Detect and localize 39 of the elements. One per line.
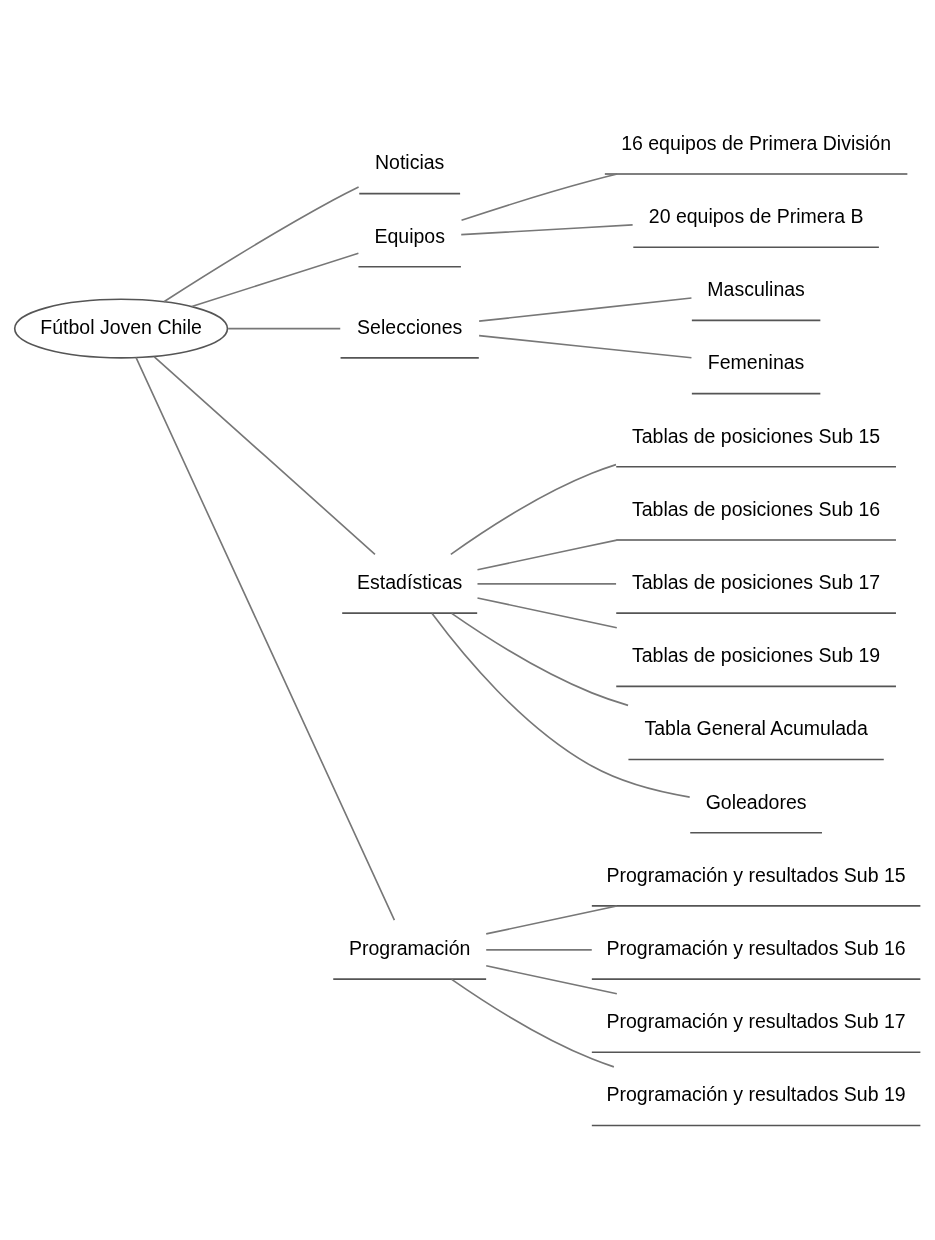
node-text: Programación y resultados Sub 17	[606, 1009, 906, 1032]
node-text: Tablas de posiciones Sub 19	[631, 643, 881, 666]
node-ellipse: Fútbol Joven Chile	[13, 297, 229, 359]
node-text: Noticias	[375, 150, 445, 173]
connector	[485, 948, 593, 951]
connector	[460, 223, 634, 235]
node-text: 20 equipos de Primera B	[648, 204, 864, 227]
node-text: Estadísticas	[357, 570, 463, 593]
connector	[476, 538, 618, 571]
connector	[163, 185, 360, 302]
connector	[450, 463, 617, 555]
connector	[190, 252, 360, 307]
connector	[485, 904, 618, 935]
connector	[450, 978, 615, 1068]
node-text: Programación	[348, 936, 471, 959]
connector	[476, 582, 617, 585]
connector	[135, 356, 396, 921]
node-text: Masculinas	[707, 277, 805, 300]
connector	[460, 172, 618, 221]
node-text: Programación y resultados Sub 15	[606, 863, 906, 886]
node-text: Selecciones	[357, 315, 463, 338]
connector	[485, 964, 618, 994]
connector	[431, 612, 691, 798]
node-text: Tablas de posiciones Sub 16	[631, 497, 881, 520]
node-text: Tabla General Acumulada	[644, 716, 868, 739]
connector	[478, 296, 693, 322]
node-text: Goleadores	[705, 790, 807, 813]
node-text: Equipos	[374, 224, 445, 247]
node-text: 16 equipos de Primera División	[621, 131, 892, 154]
node-text: Femeninas	[707, 350, 805, 373]
connector	[478, 334, 693, 359]
connector	[476, 596, 618, 629]
connector	[450, 612, 629, 706]
node-text: Tablas de posiciones Sub 17	[631, 570, 881, 593]
node-text: Tablas de posiciones Sub 15	[631, 424, 881, 447]
node-text: Programación y resultados Sub 19	[606, 1082, 906, 1105]
connector	[153, 355, 376, 555]
node-text: Programación y resultados Sub 16	[606, 936, 906, 959]
connector	[227, 327, 342, 329]
